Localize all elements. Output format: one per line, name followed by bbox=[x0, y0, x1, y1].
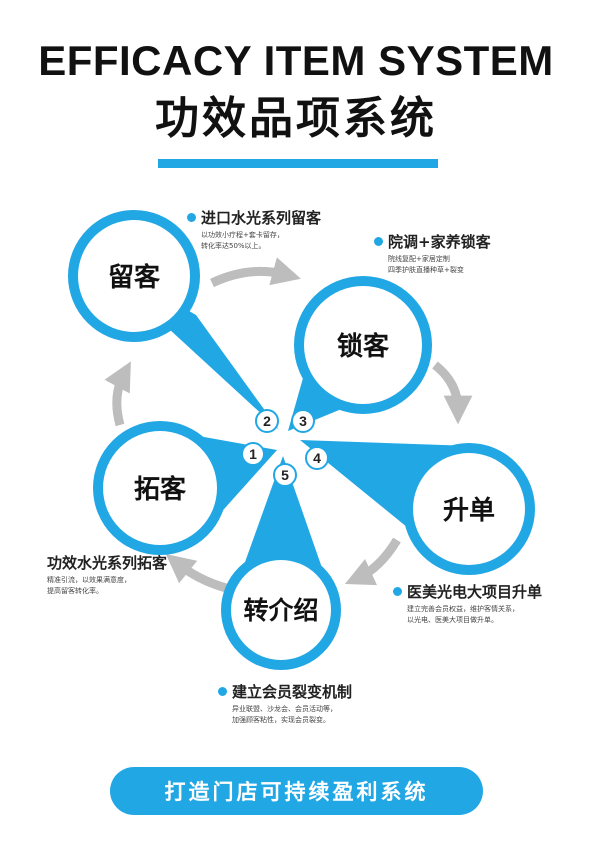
badge-number-2: 2 bbox=[263, 413, 271, 429]
title-english: EFFICACY ITEM SYSTEM bbox=[38, 37, 554, 84]
caption-line: 提高留客转化率。 bbox=[47, 587, 103, 595]
caption-line: 建立完善会员权益，维护客情关系， bbox=[407, 605, 519, 613]
caption-line: 加强顾客粘性，实现会员裂变。 bbox=[232, 716, 330, 724]
caption-zhuanjieshao: 建立会员裂变机制 异业联盟、沙龙会、会员活动等， 加强顾客粘性，实现会员裂变。 bbox=[218, 683, 352, 726]
petal-label-shengdan: 升单 bbox=[443, 496, 495, 526]
caption-line: 院线复配+家居定制 bbox=[388, 255, 450, 263]
petal-label-liuke: 留客 bbox=[108, 262, 161, 293]
bullet-dot bbox=[393, 587, 402, 596]
petal-label-suoke: 锁客 bbox=[337, 331, 390, 362]
cycle-arrows bbox=[104, 257, 473, 593]
caption-line: 转化率达50%以上。 bbox=[201, 242, 266, 250]
cycle-arrow-3 bbox=[344, 537, 401, 586]
caption-title: 功效水光系列拓客 bbox=[47, 554, 168, 572]
caption-title: 院调+家养锁客 bbox=[388, 233, 491, 251]
title-underline-bar bbox=[158, 159, 438, 168]
caption-title: 进口水光系列留客 bbox=[201, 209, 322, 227]
caption-line: 异业联盟、沙龙会、会员活动等， bbox=[232, 705, 337, 713]
caption-tuoke: 功效水光系列拓客 精准引流，以效果满意度， 提高留客转化率。 bbox=[47, 554, 167, 597]
cycle-arrow-2 bbox=[432, 361, 473, 425]
cycle-arrow-5 bbox=[104, 361, 131, 427]
bullet-dot bbox=[218, 687, 227, 696]
footer-banner: 打造门店可持续盈利系统 bbox=[110, 767, 483, 815]
badge-number-1: 1 bbox=[249, 446, 257, 462]
caption-line: 以功效小疗程+套卡留存， bbox=[201, 231, 284, 239]
petal-suoke bbox=[288, 276, 432, 431]
caption-liuke: 进口水光系列留客 以功效小疗程+套卡留存， 转化率达50%以上。 bbox=[187, 209, 321, 252]
caption-shengdan: 医美光电大项目升单 建立完善会员权益，维护客情关系， 以光电、医美大项目做升单。 bbox=[393, 583, 542, 626]
cycle-arrow-4 bbox=[165, 553, 228, 593]
bullet-dot bbox=[374, 237, 383, 246]
caption-title: 建立会员裂变机制 bbox=[232, 683, 353, 701]
caption-line: 精准引流，以效果满意度， bbox=[47, 576, 131, 584]
badge-number-5: 5 bbox=[281, 467, 289, 483]
caption-line: 四季护肤直播种草+裂变 bbox=[388, 266, 464, 274]
center-hub bbox=[278, 436, 296, 454]
petal-label-tuoke: 拓客 bbox=[134, 474, 187, 505]
badge-number-3: 3 bbox=[299, 413, 307, 429]
badge-number-4: 4 bbox=[313, 450, 321, 466]
petal-label-zhuanjieshao: 转介绍 bbox=[243, 596, 318, 625]
title-chinese: 功效品项系统 bbox=[155, 93, 437, 144]
cycle-arrow-1 bbox=[210, 257, 301, 288]
bullet-dot bbox=[187, 213, 196, 222]
petal-liuke bbox=[68, 210, 279, 430]
number-badges: 1 2 3 4 5 bbox=[241, 409, 329, 487]
caption-suoke: 院调+家养锁客 院线复配+家居定制 四季护肤直播种草+裂变 bbox=[374, 233, 491, 276]
petal-zhuanjieshao bbox=[221, 456, 341, 670]
caption-title: 医美光电大项目升单 bbox=[407, 583, 543, 601]
petal-shengdan bbox=[300, 440, 535, 575]
caption-line: 以光电、医美大项目做升单。 bbox=[407, 616, 498, 624]
